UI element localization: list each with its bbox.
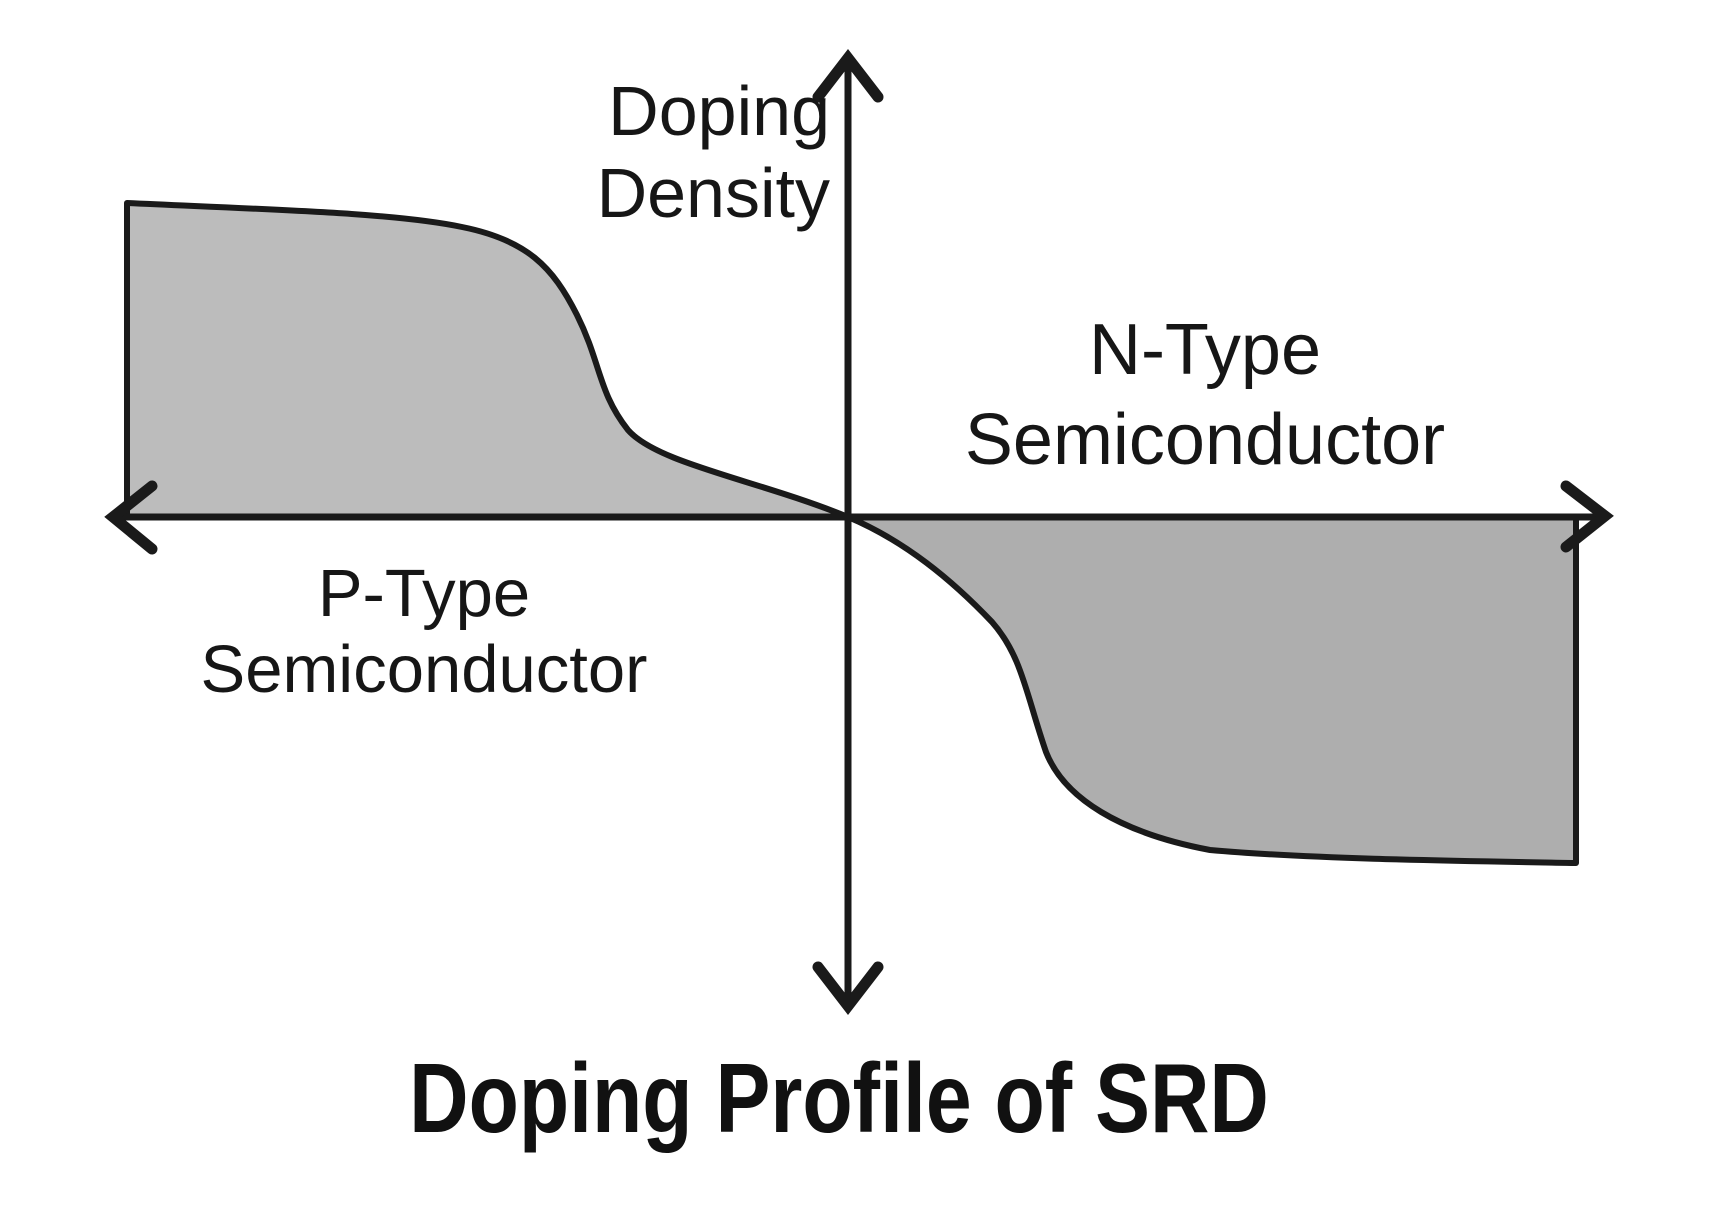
y-axis-label: Doping Density [596,72,830,232]
n-region-shape [845,514,1579,866]
p-type-region-label: P-Type Semiconductor [200,556,648,707]
p-region-shape [124,200,851,520]
x-axis-right-arrow-icon [1560,480,1614,553]
diagram-title: Doping Profile of SRD [409,1043,1269,1153]
y-axis-top-arrow-icon [812,48,884,103]
x-axis-left-arrow-icon [104,480,158,555]
y-axis-bottom-arrow-icon [812,961,884,1016]
n-type-region-label: N-Type Semiconductor [964,310,1446,480]
